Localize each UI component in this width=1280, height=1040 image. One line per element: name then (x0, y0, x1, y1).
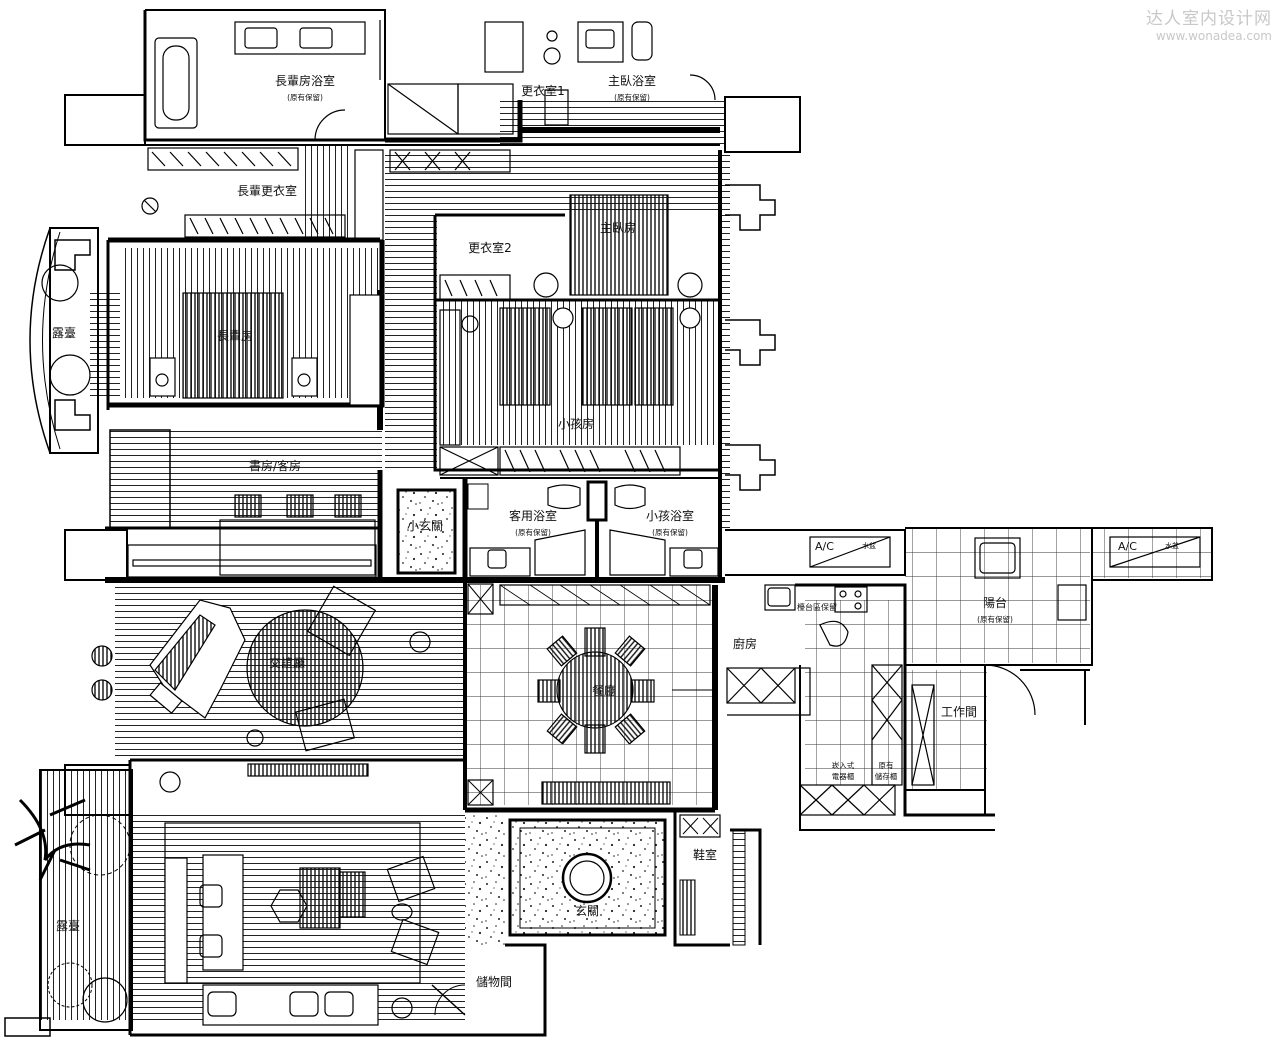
watermark-title: 达人室内设计网 (1146, 9, 1272, 29)
round-rug (246, 609, 364, 727)
study-furniture (127, 294, 381, 578)
ac-unit-2 (1109, 536, 1201, 568)
label-closet-2: 更衣室2 (468, 240, 512, 255)
label-entrance: 玄關 (575, 903, 599, 918)
note-balcony: (原有保留) (977, 614, 1013, 624)
wardrobes (141, 147, 681, 476)
round-fixture (543, 47, 561, 65)
kitchen-fixtures (726, 536, 1201, 816)
label-study: 書房/客房 (249, 458, 301, 473)
laundry-sink (1057, 584, 1087, 621)
note-fridge-note: 電器櫃 (832, 771, 855, 781)
walls (29, 9, 1213, 1037)
master-toilet (631, 21, 653, 61)
bathtub (154, 37, 198, 129)
label-storage-note: 原有 (879, 760, 894, 770)
label-elder-room: 長輩房 (217, 328, 253, 343)
mid-bath-fixtures (469, 480, 719, 578)
entrance-fixtures (396, 483, 746, 1016)
coffee-table (299, 867, 341, 929)
label-ac-2: A/C (1118, 540, 1137, 553)
label-living-room: 交誼廳 (269, 655, 305, 670)
cooktop (834, 586, 868, 613)
kid-bed-2 (581, 307, 633, 406)
kitchen-sink (764, 584, 796, 611)
washer (974, 537, 1021, 579)
floor-hatching (40, 100, 1212, 1025)
sub-ac-2: 水盆 (1165, 541, 1179, 550)
sub-ac-1: 水盆 (862, 541, 876, 550)
watermark: 达人室内设计网 www.wonadea.com (1146, 4, 1272, 43)
tree-top (49, 354, 91, 396)
label-balcony: 陽台 (983, 595, 1007, 610)
note-kids-bath: (原有保留) (652, 527, 688, 537)
watermark-url: www.wonadea.com (1155, 29, 1272, 43)
vanity-counter (234, 21, 366, 55)
tree-branch (14, 798, 91, 881)
note-guest-bath: (原有保留) (515, 527, 551, 537)
kid-bed-1 (499, 307, 551, 406)
label-shoe-room: 鞋室 (693, 847, 717, 862)
label-workroom: 工作間 (941, 705, 977, 719)
beds (149, 194, 703, 406)
label-terrace-bottom: 露臺 (56, 918, 80, 933)
label-terrace-top: 露臺 (52, 325, 76, 340)
bath-fixtures (154, 20, 716, 141)
room-labels: 長輩房浴室 (原有保留) 更衣室1 主臥浴室 (原有保留) 長輩更衣室 主臥房 … (52, 73, 1179, 989)
note-storage-note: 儲存櫃 (875, 771, 898, 781)
ac-unit-1 (809, 536, 891, 568)
living-furniture (91, 584, 715, 1026)
label-elder-closet: 長輩更衣室 (237, 183, 297, 198)
elder-bed (182, 292, 284, 399)
label-master-bath: 主臥浴室 (608, 73, 656, 88)
master-sink (577, 21, 624, 63)
note-master-bath: (原有保留) (614, 92, 650, 102)
label-ac-1: A/C (815, 540, 834, 553)
label-closet-1: 更衣室1 (521, 83, 565, 98)
master-bed-frame (569, 194, 669, 296)
label-small-foyer: 小玄關 (407, 518, 443, 533)
label-kitchen: 廚房 (733, 636, 757, 651)
label-guest-bath: 客用浴室 (509, 508, 557, 523)
label-elder-bath: 長輩房浴室 (275, 73, 335, 88)
label-dining: 餐廳 (592, 683, 616, 698)
label-kids-room: 小孩房 (558, 416, 594, 431)
label-master-bed: 主臥房 (600, 220, 636, 235)
label-kids-bath: 小孩浴室 (646, 508, 694, 523)
trees (4, 264, 131, 1037)
label-fridge-note: 崁入式 (832, 760, 855, 770)
label-storeroom: 儲物間 (476, 975, 512, 989)
closet-rail (484, 21, 524, 73)
note-elder-bath: (原有保留) (287, 92, 323, 102)
label-counter-note: 檯台區保留 (797, 602, 837, 612)
